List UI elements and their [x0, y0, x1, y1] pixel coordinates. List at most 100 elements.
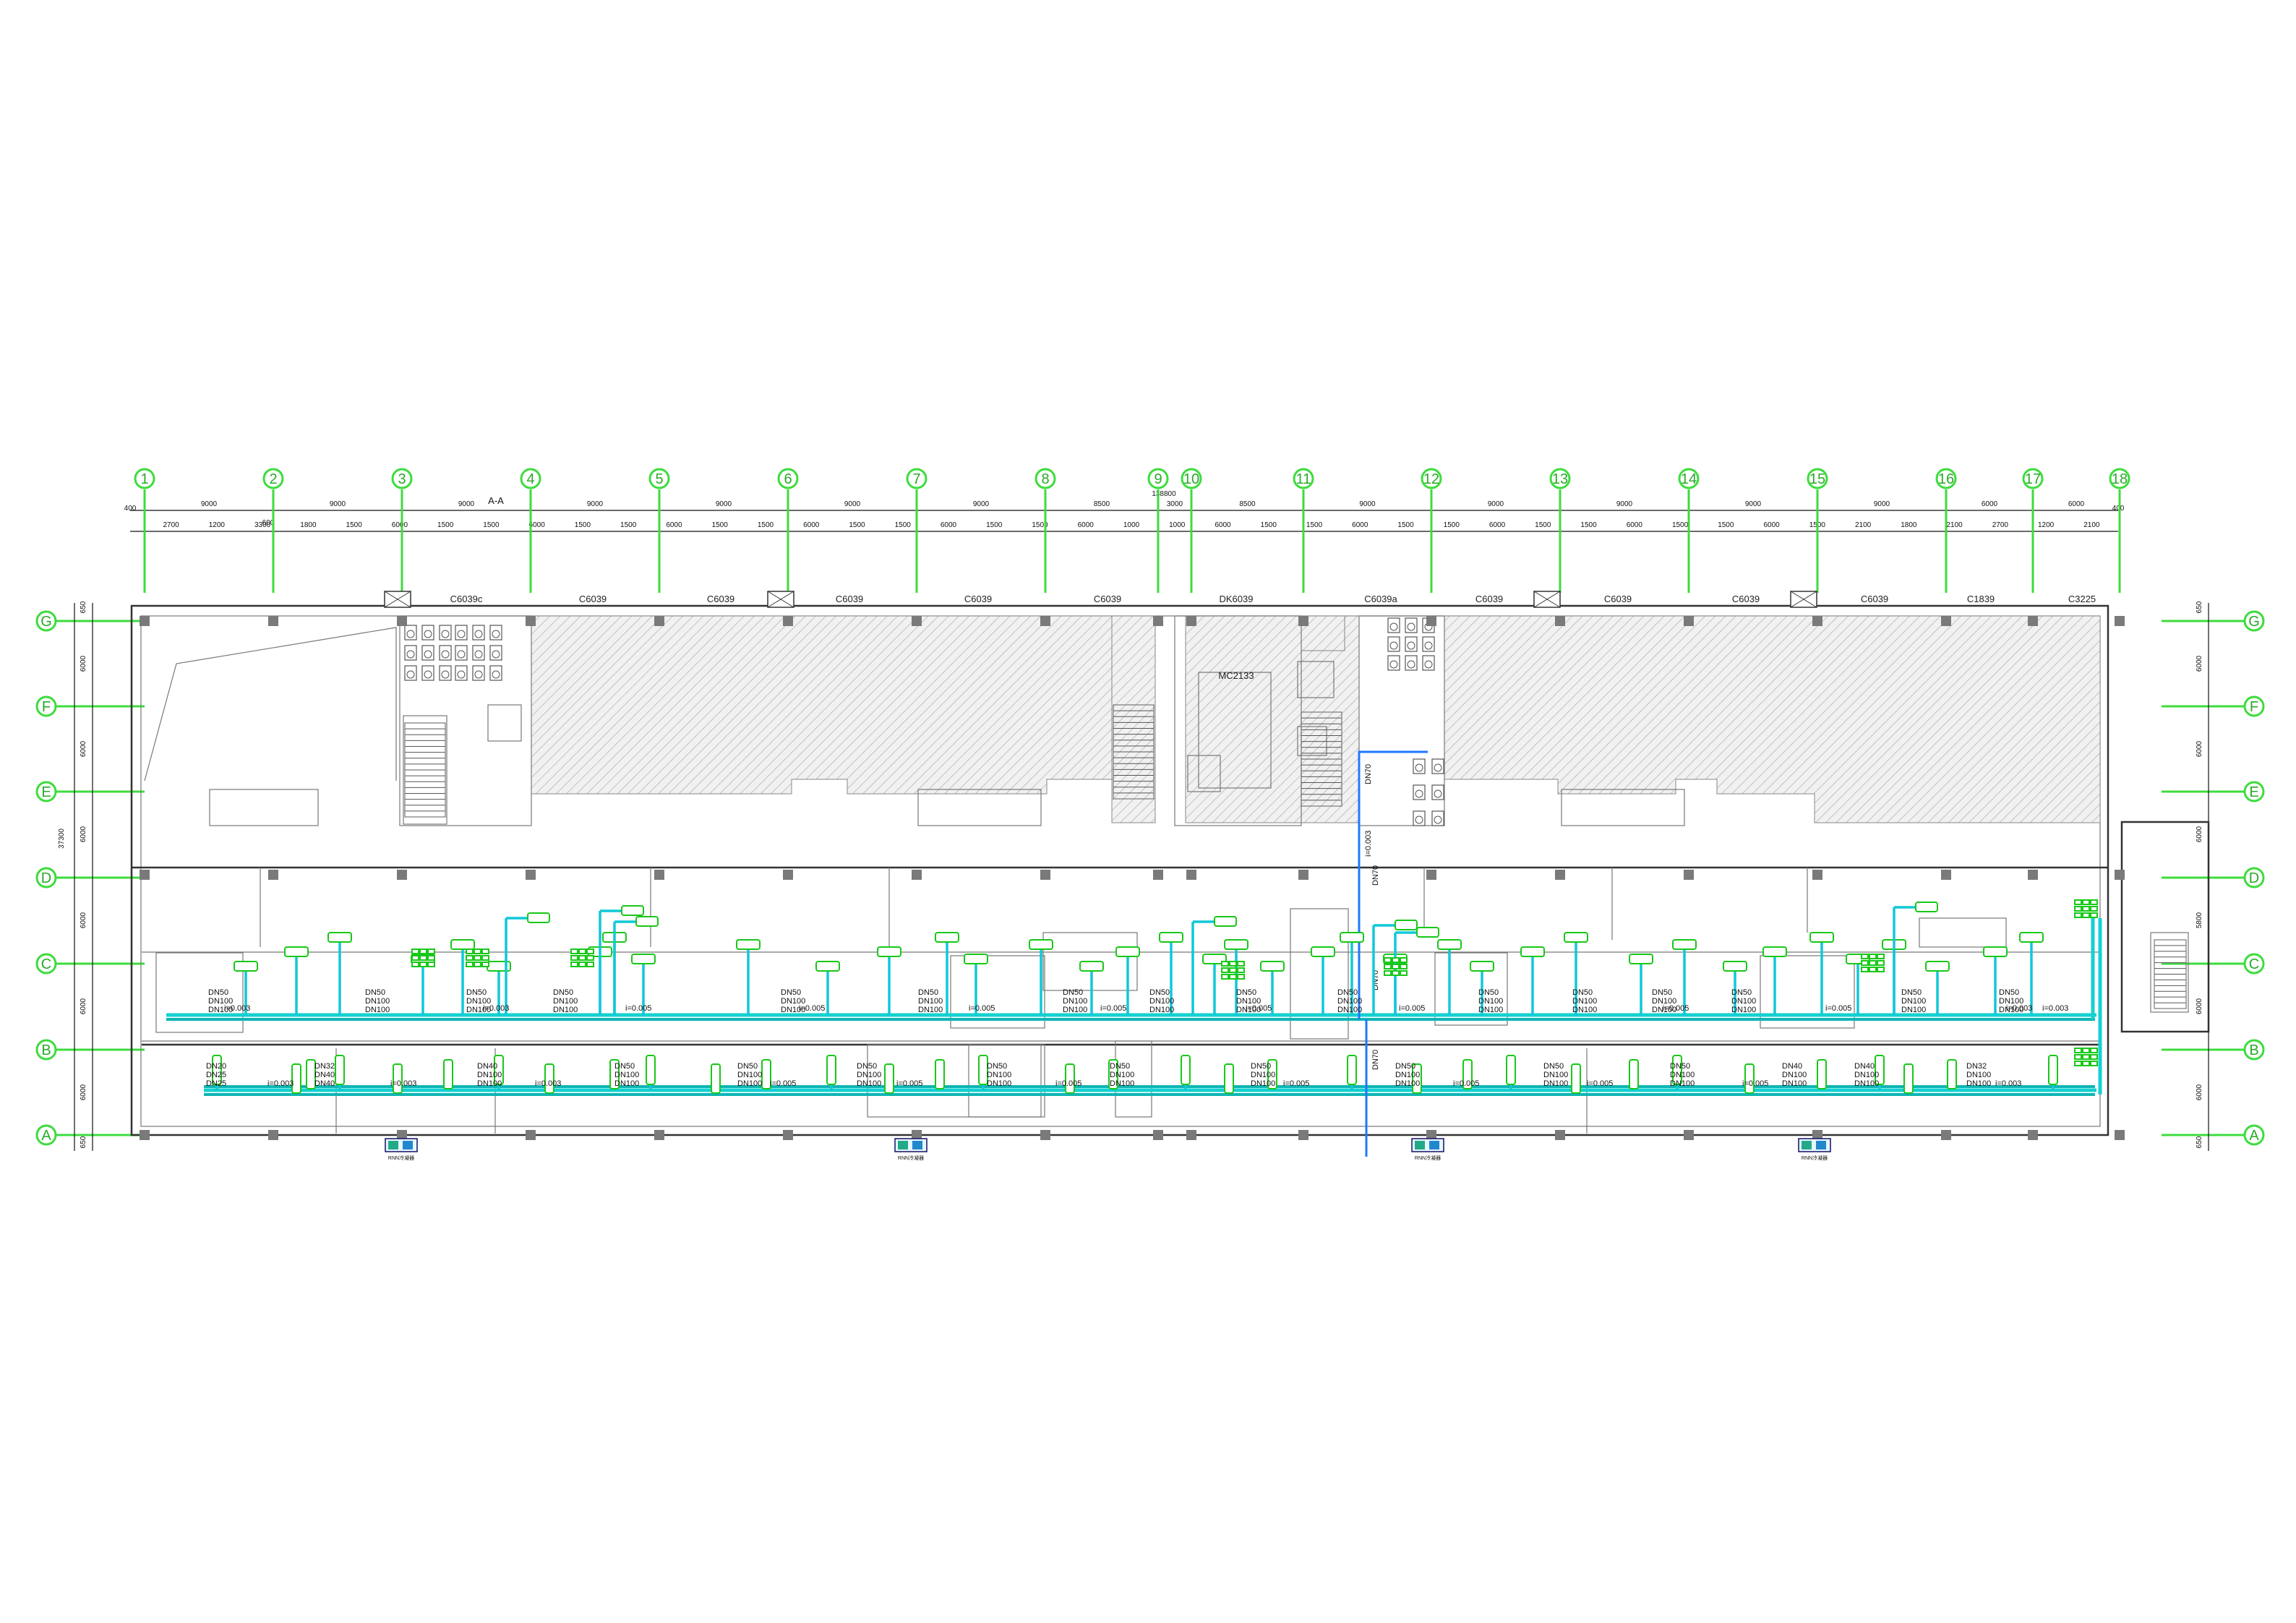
- svg-text:4: 4: [526, 471, 534, 487]
- side-dim: 6000: [80, 740, 87, 757]
- column: [1812, 1130, 1822, 1140]
- svg-text:G: G: [2248, 614, 2260, 630]
- svg-text:DN100: DN100: [1652, 997, 1676, 1006]
- svg-text:DN40: DN40: [314, 1071, 335, 1079]
- column: [526, 870, 536, 880]
- column: [1153, 870, 1163, 880]
- fixture: [1260, 961, 1285, 972]
- hatched-zones: [531, 615, 2101, 823]
- svg-text:B: B: [41, 1042, 51, 1058]
- riser-size-label-4: DN70: [1371, 1050, 1380, 1070]
- slope-label: i=0.003: [1995, 1079, 2021, 1088]
- svg-text:DN50: DN50: [1572, 988, 1593, 997]
- axis-bubble-11: 11: [1293, 468, 1314, 489]
- svg-text:DN50: DN50: [365, 988, 385, 997]
- fixture: [1861, 954, 1869, 959]
- column: [2028, 870, 2038, 880]
- fixture: [1311, 946, 1335, 957]
- column: [140, 1130, 150, 1140]
- column: [2115, 1130, 2125, 1140]
- svg-text:DN100: DN100: [1063, 997, 1087, 1006]
- side-dim: 6000: [80, 655, 87, 672]
- svg-text:DN25: DN25: [206, 1071, 226, 1079]
- pipe-network: DN70 i=0.003 DN70 DN70 DN70 DN50DN100DN1…: [166, 750, 2102, 1161]
- riser-slope-label: i=0.003: [1364, 831, 1373, 857]
- fixture: [327, 932, 352, 943]
- svg-text:14: 14: [1681, 471, 1697, 487]
- window-tag: C6039: [1861, 594, 1888, 604]
- fixture: [1384, 970, 1392, 976]
- window-tag: C1839: [1967, 594, 1995, 604]
- column: [397, 616, 407, 626]
- edge-dim-right: 400: [2112, 505, 2125, 513]
- svg-text:DN100: DN100: [857, 1071, 881, 1079]
- sub-dim: 6000: [1627, 521, 1643, 529]
- column: [2028, 1130, 2038, 1140]
- svg-text:DN100: DN100: [737, 1079, 762, 1088]
- fixture: [1202, 954, 1227, 964]
- span-dim: 9000: [716, 500, 732, 508]
- slope-label: i=0.005: [1825, 1004, 1851, 1013]
- sub-dim: 1500: [1261, 521, 1277, 529]
- svg-text:DN100: DN100: [1901, 997, 1926, 1006]
- svg-text:DN50: DN50: [1901, 988, 1922, 997]
- fixture: [527, 912, 550, 923]
- column: [1812, 616, 1822, 626]
- svg-text:DN50: DN50: [208, 988, 228, 997]
- side-dim: 6000: [2196, 740, 2203, 757]
- fixture: [964, 954, 988, 964]
- axis-bubble-12: 12: [1421, 468, 1442, 489]
- window-tag: C6039: [1475, 594, 1503, 604]
- axis-bubble-left-A: A: [35, 1124, 57, 1146]
- fixture: [1392, 957, 1400, 963]
- condenser-unit: RNN冷凝器: [1798, 1138, 1831, 1161]
- fixture: [1340, 932, 1364, 943]
- svg-text:DN50: DN50: [1236, 988, 1256, 997]
- fixture: [2090, 1061, 2098, 1066]
- svg-text:18: 18: [2112, 471, 2128, 487]
- axis-bubble-5: 5: [648, 468, 670, 489]
- column: [1186, 1130, 1196, 1140]
- slope-label: i=0.003: [2042, 1004, 2068, 1013]
- side-dim: 6000: [80, 912, 87, 928]
- sub-dim: 1500: [712, 521, 729, 529]
- section-label: A-A: [488, 495, 504, 506]
- svg-text:DN100: DN100: [477, 1079, 502, 1088]
- sub-dim: 1000: [1169, 521, 1186, 529]
- sub-dim: 6000: [941, 521, 957, 529]
- column: [783, 1130, 793, 1140]
- svg-text:DN100: DN100: [987, 1079, 1011, 1088]
- axis-bubble-left-F: F: [35, 695, 57, 717]
- fixture: [1629, 954, 1653, 964]
- fixture: [1392, 970, 1400, 976]
- fixture: [1267, 1059, 1277, 1089]
- sub-dim: 1500: [1718, 521, 1734, 529]
- svg-text:B: B: [2249, 1042, 2258, 1058]
- fixture: [1237, 967, 1245, 973]
- fixture: [411, 962, 419, 967]
- fixture: [884, 1063, 894, 1094]
- fixture: [2090, 906, 2098, 912]
- fixture: [1869, 954, 1877, 959]
- condenser-unit: RNN冷凝器: [385, 1138, 418, 1161]
- axis-bubble-left-C: C: [35, 953, 57, 975]
- svg-text:DN50: DN50: [1395, 1062, 1415, 1071]
- column: [397, 1130, 407, 1140]
- fixture: [1437, 939, 1462, 950]
- span-dim: 3000: [1167, 500, 1183, 508]
- svg-text:DN100: DN100: [466, 997, 491, 1006]
- fixture: [2074, 899, 2082, 905]
- column: [1153, 616, 1163, 626]
- vent-symbol: [767, 591, 794, 608]
- fixture: [427, 955, 435, 961]
- svg-text:DN100: DN100: [208, 1006, 233, 1014]
